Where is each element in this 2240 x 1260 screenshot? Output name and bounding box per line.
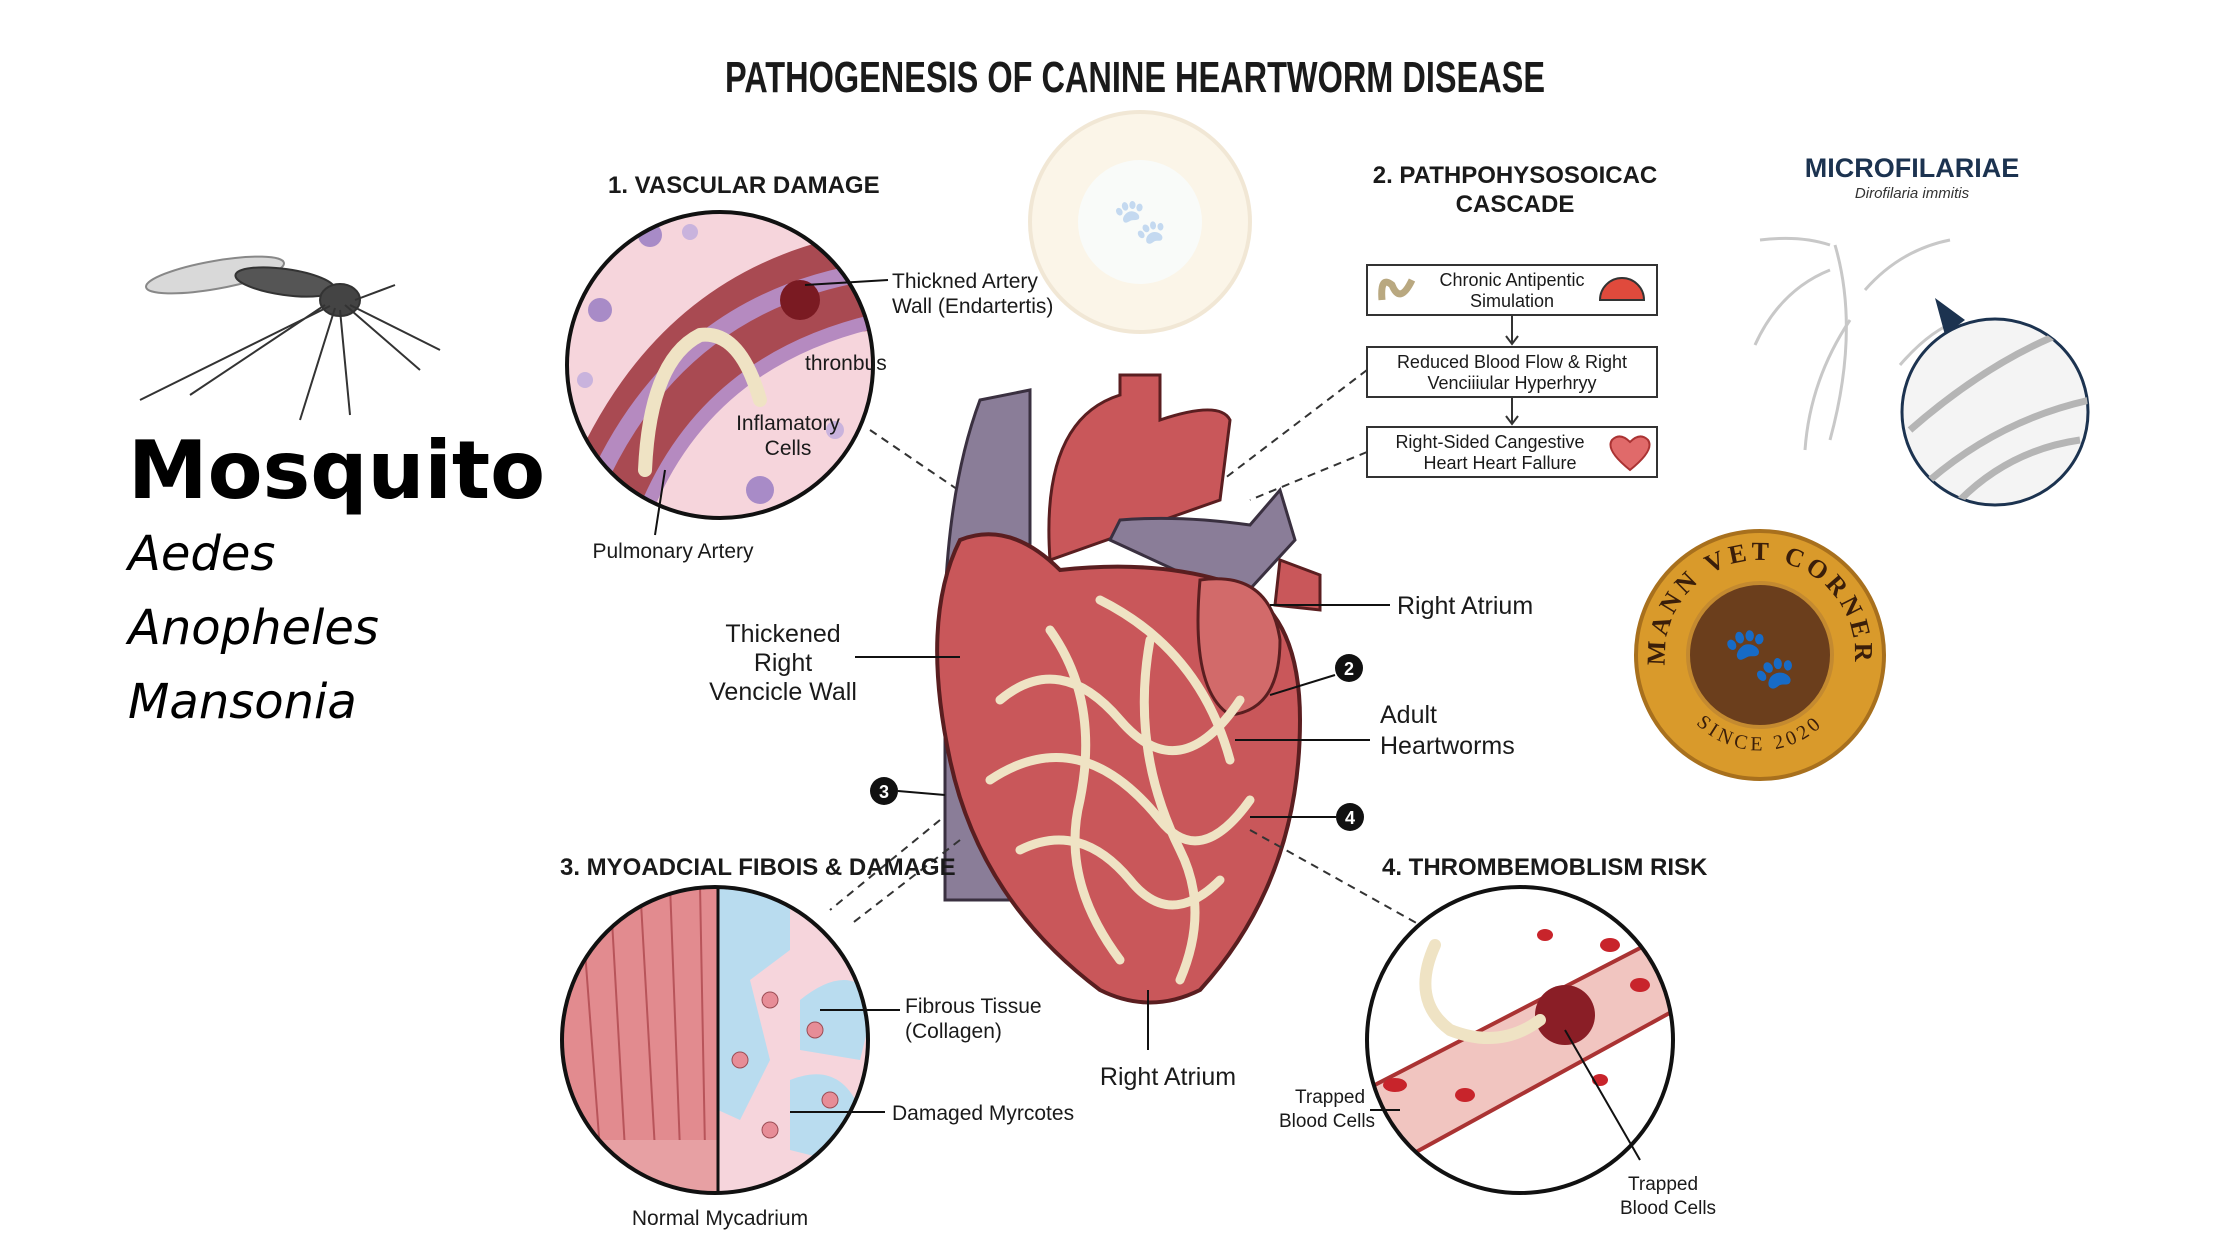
species-aedes: Aedes <box>128 526 276 582</box>
label-fibrous: Fibrous Tissue <box>905 995 1042 1018</box>
thromboembolism-panel: 4. THROMBEMOBLISM RISK Trapped Blood Cel… <box>1279 854 1716 1219</box>
label-wall-3: Vencicle Wall <box>709 678 857 706</box>
badge-2 <box>1335 654 1363 682</box>
badge-2-number: 2 <box>1344 659 1354 679</box>
gauge-icon <box>1598 277 1646 301</box>
worm-icon <box>1378 278 1416 301</box>
species-anopheles: Anopheles <box>128 600 379 656</box>
svg-text:🐾: 🐾 <box>1113 197 1168 246</box>
step2-line2: Venciiiular Hyperhryy <box>1427 373 1596 393</box>
label-wall-2: Right <box>754 649 812 677</box>
step2-line1: Reduced Blood Flow & Right <box>1397 352 1627 372</box>
label-pulmonary-artery: Pulmonary Artery <box>592 540 754 563</box>
panel3-header: 3. MYOADCIAL FIBOIS & DAMAGE <box>560 854 956 881</box>
myocardial-panel: 3. MYOADCIAL FIBOIS & DAMAGE Fibrous Tis… <box>560 854 1074 1230</box>
watermark-logo: 🐾 <box>1028 110 1252 334</box>
step3-line1: Right-Sided Cangestive <box>1395 432 1584 452</box>
label-trapped-b1: Trapped <box>1628 1174 1698 1195</box>
label-artery-wall: Wall (Endartertis) <box>892 295 1053 318</box>
panel2-header-2: CASCADE <box>1456 191 1575 218</box>
mosquito-panel: Mosquito Aedes Anopheles Mansonia <box>128 425 545 739</box>
heart-labels: Right Atrium Thickened Right Vencicle Wa… <box>709 592 1533 1091</box>
mosquito-illustration <box>139 255 441 421</box>
cascade-step: Chronic Antipentic Simulation <box>1366 264 1658 316</box>
cascade-step: Right-Sided Cangestive Heart Heart Fallu… <box>1366 426 1658 478</box>
step3-line2: Heart Heart Fallure <box>1423 453 1576 473</box>
cascade-step: Reduced Blood Flow & Right Venciiiular H… <box>1366 346 1658 398</box>
label-damaged: Damaged Myrcotes <box>892 1102 1074 1125</box>
label-trapped-b2: Blood Cells <box>1620 1198 1716 1219</box>
vascular-damage-panel: 1. VASCULAR DAMAGE Thickned Artery Wall … <box>565 172 1053 563</box>
mann-vet-corner-logo: 🐾 MANN VET CORNER SINCE 2020 <box>1634 529 1886 781</box>
label-inflammatory: Inflamatory <box>736 412 840 435</box>
heart-icon <box>1609 435 1651 472</box>
paw-icon: 🐾 <box>1723 624 1798 692</box>
microfilariae-panel: MICROFILARIAE Dirofilaria immitis <box>1753 153 2090 507</box>
label-thrombus: thronbus <box>805 352 887 375</box>
label-normal: Normal Mycadrium <box>632 1207 808 1230</box>
label-trapped-a1: Trapped <box>1295 1087 1365 1108</box>
mosquito-title: Mosquito <box>128 424 546 517</box>
badge-3 <box>870 777 898 805</box>
page-title: PATHOGENESIS OF CANINE HEARTWORM DISEASE <box>725 53 1545 102</box>
species-mansonia: Mansonia <box>128 674 357 730</box>
label-adult: Adult <box>1380 701 1437 729</box>
badge-4 <box>1336 803 1364 831</box>
label-wall-1: Thickened <box>725 620 840 648</box>
label-collagen: (Collagen) <box>905 1020 1002 1043</box>
microfilariae-subtitle: Dirofilaria immitis <box>1855 185 1970 202</box>
label-cells: Cells <box>765 437 812 460</box>
label-trapped-a2: Blood Cells <box>1279 1111 1375 1132</box>
badge-4-number: 4 <box>1345 808 1355 828</box>
step1-line2: Simulation <box>1470 291 1554 311</box>
label-right-atrium-bottom: Right Atrium <box>1100 1063 1236 1091</box>
panel4-header: 4. THROMBEMOBLISM RISK <box>1382 854 1708 881</box>
heart-illustration <box>935 373 1322 1005</box>
cascade-panel: 2. PATHPOHYSOSOICAC CASCADE Chronic Anti… <box>1169 162 1658 521</box>
label-thickened-artery: Thickned Artery <box>892 270 1038 293</box>
step1-line1: Chronic Antipentic <box>1439 270 1584 290</box>
label-right-atrium-top: Right Atrium <box>1397 592 1533 620</box>
panel2-header-1: 2. PATHPOHYSOSOICAC <box>1373 162 1657 189</box>
badge-3-number: 3 <box>879 782 889 802</box>
label-heartworms: Heartworms <box>1380 732 1515 760</box>
panel1-header: 1. VASCULAR DAMAGE <box>608 172 880 199</box>
microfilariae-title: MICROFILARIAE <box>1805 153 2019 183</box>
